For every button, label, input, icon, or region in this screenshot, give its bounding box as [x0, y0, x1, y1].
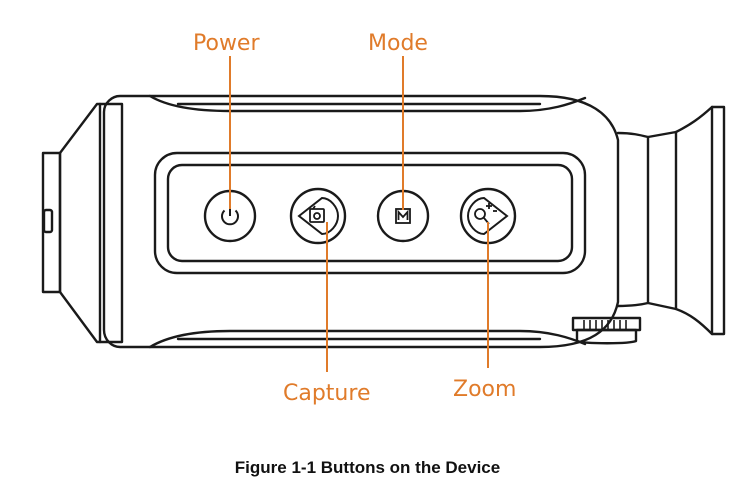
capture-label: Capture: [283, 381, 371, 406]
button-panel-inner: [166, 163, 574, 263]
lens-clip: [42, 208, 54, 234]
bottom-rail: [148, 329, 587, 349]
eyecup: [674, 105, 726, 336]
camera-icon: [309, 205, 325, 223]
rear-collar-line: [646, 130, 678, 311]
front-housing: [58, 102, 102, 344]
power-label: Power: [193, 31, 260, 56]
focus-knob: [571, 316, 642, 332]
capture-button[interactable]: [289, 187, 347, 245]
rear-collar: [616, 131, 650, 308]
button-panel-outer: [153, 151, 587, 275]
device-body: [102, 94, 620, 349]
zoom-label: Zoom: [453, 377, 517, 402]
focus-knob-base: [575, 328, 638, 345]
figure-caption: Figure 1-1 Buttons on the Device: [234, 458, 501, 477]
mode-label: Mode: [368, 31, 428, 56]
mode-icon: [395, 208, 411, 224]
